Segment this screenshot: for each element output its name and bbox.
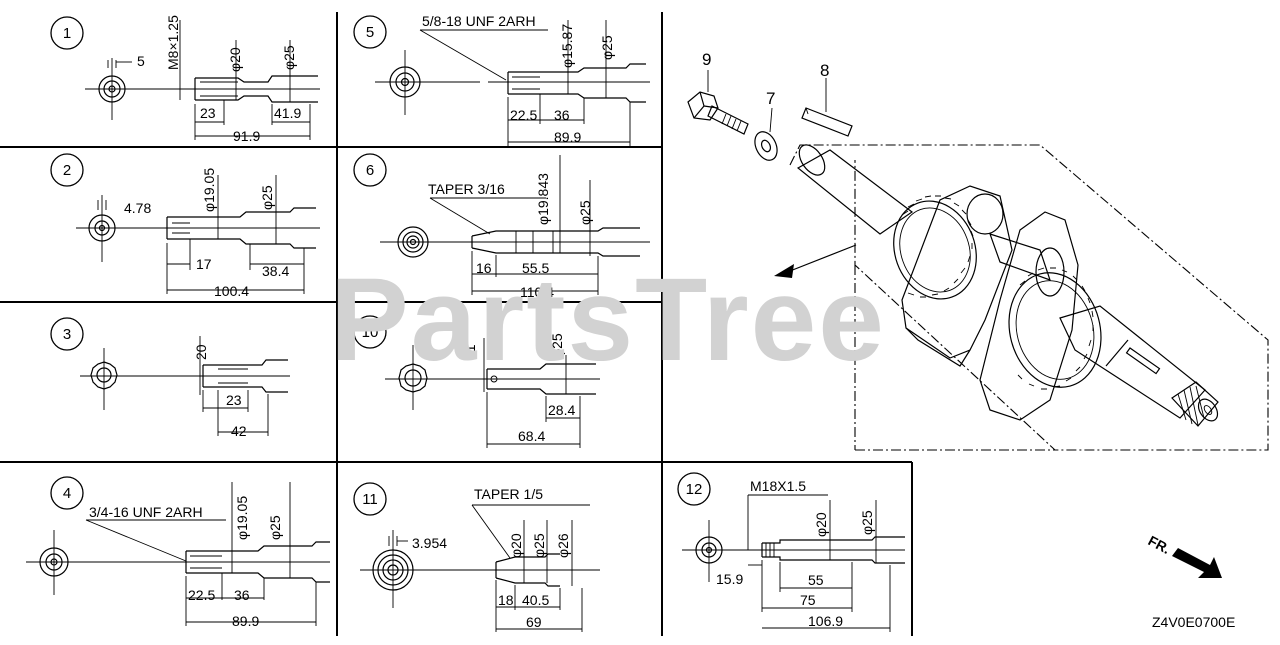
panel-11-taper-label: TAPER 1/5 bbox=[474, 486, 543, 502]
panel-6-dim-55-5: 55.5 bbox=[522, 260, 549, 276]
panel-5-dim-22-5: 22.5 bbox=[510, 107, 537, 123]
panel-number-12: 12 bbox=[677, 472, 711, 506]
panel-5-dim-89-9: 89.9 bbox=[554, 129, 581, 145]
panel-4-dim-89-9: 89.9 bbox=[232, 613, 259, 629]
panel-12-dim-106-9: 106.9 bbox=[808, 613, 843, 629]
panel-1-dim-5: 5 bbox=[137, 53, 145, 69]
panel-12-drawing bbox=[682, 494, 905, 632]
panel-6-drawing bbox=[380, 155, 650, 295]
panel-2-dim-100-4: 100.4 bbox=[214, 283, 249, 299]
panel-12-dim-55: 55 bbox=[808, 572, 824, 588]
assembly-frame bbox=[789, 144, 1269, 451]
panel-5-dim-36: 36 bbox=[554, 107, 570, 123]
panel-10-dim-28-4: 28.4 bbox=[548, 402, 575, 418]
panel-11-dim-d25: φ25 bbox=[531, 533, 547, 558]
panel-10-dim-21: 21 bbox=[462, 344, 478, 360]
key-8 bbox=[801, 78, 853, 137]
panel-6-dim-d25: φ25 bbox=[577, 200, 593, 225]
panel-12-dim-75: 75 bbox=[800, 592, 816, 608]
panel-number-3: 3 bbox=[50, 317, 84, 351]
panel-11-dim-69: 69 bbox=[526, 614, 542, 630]
panel-2-dim-38-4: 38.4 bbox=[262, 263, 289, 279]
washer-7 bbox=[754, 107, 778, 161]
panel-12-dim-d20: φ20 bbox=[813, 512, 829, 537]
panel-12-thread-label: M18X1.5 bbox=[750, 478, 806, 494]
panel-1-dim-41-9: 41.9 bbox=[274, 105, 301, 121]
svg-text:12: 12 bbox=[686, 481, 703, 498]
panel-grid bbox=[0, 12, 913, 636]
panel-10-dim-d25: φ25 bbox=[549, 333, 565, 358]
panel-11-dim-40-5: 40.5 bbox=[522, 592, 549, 608]
svg-text:10: 10 bbox=[362, 324, 379, 341]
panel-6-dim-110-4: 110.4 bbox=[520, 284, 554, 300]
crank-bolt-9 bbox=[687, 70, 749, 135]
panel-5-drawing bbox=[375, 20, 650, 146]
panel-2-dim-d25: φ25 bbox=[259, 185, 275, 210]
svg-text:11: 11 bbox=[362, 491, 378, 508]
front-direction-indicator: FR. bbox=[1146, 532, 1222, 578]
panel-2-dim-d19-05: φ19.05 bbox=[201, 168, 217, 212]
panel-number-1: 1 bbox=[50, 16, 84, 50]
panel-11-dim-d26: φ26 bbox=[555, 533, 571, 558]
panel-2-drawing bbox=[76, 175, 320, 294]
balancer-gear bbox=[1008, 267, 1102, 390]
panel-4-dim-22-5: 22.5 bbox=[188, 587, 215, 603]
svg-text:FR.: FR. bbox=[1146, 532, 1173, 557]
panel-2-dim-17: 17 bbox=[196, 256, 212, 272]
panel-10-dim-68-4: 68.4 bbox=[518, 428, 545, 444]
panel-6-dim-16: 16 bbox=[476, 260, 492, 276]
panel-1-drawing bbox=[85, 20, 320, 140]
crankshaft bbox=[796, 144, 1219, 427]
panel-2-dim-4-78: 4.78 bbox=[124, 200, 151, 216]
panel-6-taper-label: TAPER 3/16 bbox=[428, 181, 505, 197]
panel-5-dim-d15-87: φ15.87 bbox=[559, 24, 575, 68]
panel-11-dim-3-954: 3.954 bbox=[412, 535, 447, 551]
panel-1-dim-91-9: 91.9 bbox=[233, 128, 260, 144]
panel-number-4: 4 bbox=[50, 476, 84, 510]
diagram-code: Z4V0E0700E bbox=[1152, 614, 1235, 630]
svg-text:6: 6 bbox=[366, 162, 374, 179]
panel-10-drawing bbox=[385, 338, 600, 448]
panel-number-2: 2 bbox=[50, 153, 84, 187]
svg-text:3: 3 bbox=[63, 326, 71, 343]
svg-text:5: 5 bbox=[366, 24, 374, 41]
part-number-7: 7 bbox=[766, 89, 775, 108]
panel-number-5: 5 bbox=[353, 15, 387, 49]
panel-4-thread-label: 3/4-16 UNF 2ARH bbox=[89, 504, 203, 520]
panel-4-dim-36: 36 bbox=[234, 587, 250, 603]
panel-3-dim-23: 23 bbox=[226, 392, 242, 408]
part-number-8: 8 bbox=[820, 61, 829, 80]
timing-gear bbox=[893, 195, 977, 300]
panel-6-dim-d19-843: φ19.843 bbox=[535, 173, 551, 225]
svg-text:4: 4 bbox=[63, 485, 71, 502]
panel-11-dim-d20: φ20 bbox=[508, 533, 524, 558]
panel-5-thread-label: 5/8-18 UNF 2ARH bbox=[422, 13, 536, 29]
panel-3-dim-20: 20 bbox=[193, 344, 209, 360]
watermark: PartsTree bbox=[330, 254, 886, 386]
panel-12-dim-d25: φ25 bbox=[859, 510, 875, 535]
panel-1-dim-thread: M8×1.25 bbox=[165, 15, 181, 70]
part-number-9: 9 bbox=[702, 50, 711, 69]
panel-4-dim-d25: φ25 bbox=[267, 515, 283, 540]
panel-12-dim-15-9: 15.9 bbox=[716, 571, 743, 587]
direction-arrow bbox=[774, 244, 857, 278]
panel-number-11: 11 bbox=[353, 482, 387, 516]
panel-1-dim-d25: φ25 bbox=[281, 45, 297, 70]
panel-number-6: 6 bbox=[353, 153, 387, 187]
panel-4-dim-d19-05: φ19.05 bbox=[234, 496, 250, 540]
svg-text:2: 2 bbox=[63, 162, 71, 179]
panel-1-dim-d20: φ20 bbox=[227, 47, 243, 72]
panel-4-drawing bbox=[26, 482, 330, 626]
panel-3-dim-42: 42 bbox=[231, 423, 247, 439]
panel-number-10: 10 bbox=[353, 315, 387, 349]
panel-11-dim-18: 18 bbox=[498, 592, 514, 608]
panel-5-dim-d25: φ25 bbox=[599, 35, 615, 60]
panel-11-drawing bbox=[360, 504, 600, 632]
svg-text:1: 1 bbox=[63, 25, 71, 42]
panel-1-dim-23: 23 bbox=[200, 105, 216, 121]
panel-3-drawing bbox=[80, 336, 290, 436]
